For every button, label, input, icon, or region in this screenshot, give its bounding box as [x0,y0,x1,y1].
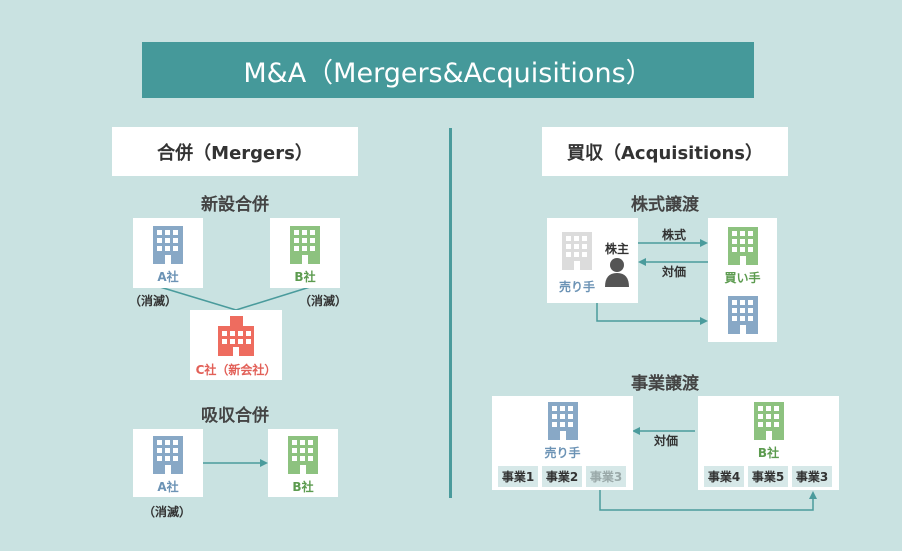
building-icon [562,232,592,270]
mergers-header: 合併（Mergers） [112,127,358,176]
seller-card: 株主 売り手 [547,218,638,303]
buyer-label: 買い手 [724,271,761,285]
kyushu-company-b-card: B社 [268,429,338,497]
stock-label: 株式 [661,227,686,242]
building-icon [548,402,578,440]
jigyo-company-b-label: B社 [757,446,780,460]
jigyo-price-arrowhead [632,427,640,435]
seller-to-buyer-line [596,303,703,322]
company-c-label: C社（新会社） [195,363,277,377]
shinsetsu-company-a-card: A社 [133,218,203,288]
business-unit-3: 事業3 [586,466,626,487]
jigyo-price-label: 対価 [653,433,678,448]
jigyo-heading: 事業譲渡 [631,374,699,394]
shareholder-label: 株主 [604,242,629,256]
kyushu-company-a-card: A社 [133,429,203,497]
building-icon [288,436,318,474]
buyer-card: 買い手 [708,218,777,342]
business-unit-5: 事業5 [748,466,788,487]
company-b-note: （消滅） [298,294,347,308]
business-unit-4: 事業4 [704,466,744,487]
business-unit-2: 事業2 [542,466,582,487]
shinsetsu-company-b-card: B社 [270,218,340,288]
shinsetsu-company-c-card: C社（新会社） [190,310,282,380]
mergers-header-text: 合併（Mergers） [157,142,313,164]
building-icon [153,436,183,474]
jigyo-transfer-line [599,490,814,511]
title-text: M&A（Mergers&Acquisitions） [243,57,653,89]
company-b-label: B社 [292,480,314,494]
jigyo-transfer-arrowhead [809,491,817,499]
building-icon [728,296,758,334]
shinsetsu-heading: 新設合併 [201,195,269,215]
company-a-note: （消滅） [128,294,177,308]
kabushiki-heading: 株式譲渡 [631,195,699,215]
jigyo-seller-label: 売り手 [544,446,581,460]
company-a-note: （消滅） [142,505,191,519]
business-unit-1: 事業1 [498,466,538,487]
business-unit-3-transferred: 事業3 [792,466,832,487]
building-icon [153,226,183,264]
price-arrowhead [638,258,646,266]
building-icon [728,227,758,265]
building-icon [218,316,254,356]
person-icon [605,258,629,287]
building-icon [290,226,320,264]
kyushu-heading: 吸収合併 [201,406,269,426]
title-banner: M&A（Mergers&Acquisitions） [142,42,754,98]
price-label: 対価 [661,264,686,279]
seller-label: 売り手 [558,280,595,294]
acquisitions-header: 買収（Acquisitions） [542,127,788,176]
building-icon [754,402,784,440]
center-divider [449,128,452,498]
stock-arrowhead [700,239,708,247]
jigyo-buyer-card: B社 事業4 事業5 事業3 [698,396,839,490]
company-b-label: B社 [294,270,316,284]
company-a-label: A社 [157,480,179,494]
company-a-label: A社 [157,270,179,284]
seller-to-buyer-arrowhead [700,317,708,325]
jigyo-seller-card: 売り手 事業1 事業2 事業3 [492,396,633,490]
acquisitions-header-text: 買収（Acquisitions） [566,142,764,164]
absorb-arrowhead [260,459,268,467]
